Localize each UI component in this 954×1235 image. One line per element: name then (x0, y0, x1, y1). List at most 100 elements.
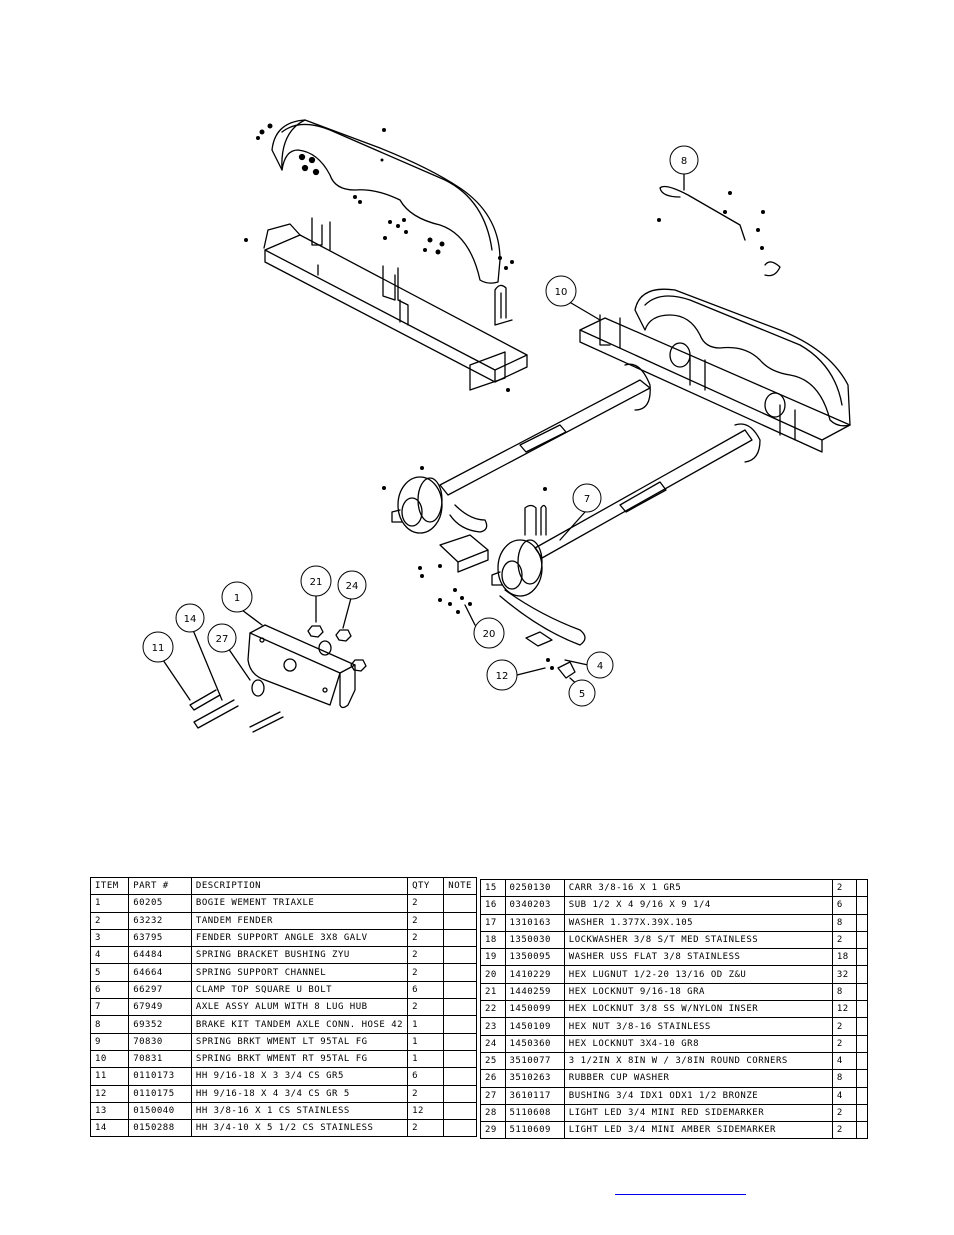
cell-part: 63232 (128, 911, 192, 930)
cell-note (443, 1015, 477, 1034)
cell-item: 13 (89, 1101, 130, 1121)
cell-part: 5110608 (504, 1103, 565, 1123)
cell-qty: 4 (831, 1086, 858, 1105)
cell-note (856, 913, 868, 932)
cell-note (856, 1086, 868, 1105)
bogie-weldment (247, 624, 356, 709)
cell-item: 24 (480, 1034, 506, 1053)
leaf-spring-lower (499, 589, 586, 646)
cell-note (443, 1101, 477, 1121)
cell-item: 25 (480, 1051, 506, 1071)
cell-description: HH 9/16-18 X 4 3/4 CS GR 5 (190, 1084, 409, 1103)
cell-note (856, 948, 868, 967)
cell-qty: 6 (407, 980, 445, 1000)
bom-header-row: ITEM PART # DESCRIPTION QTY NOTE (89, 876, 477, 896)
cell-note (443, 1119, 477, 1138)
cell-item: 12 (89, 1084, 130, 1103)
svg-text:7: 7 (584, 494, 590, 505)
cell-qty: 2 (407, 1084, 445, 1103)
cell-note (443, 980, 477, 1000)
cell-part: 0150288 (128, 1119, 192, 1138)
cell-item: 27 (480, 1086, 506, 1105)
cell-part: 1450109 (504, 1017, 565, 1036)
locknut-21 (307, 625, 324, 638)
cell-qty: 6 (831, 896, 858, 915)
cell-item: 11 (89, 1067, 130, 1086)
svg-text:27: 27 (216, 634, 229, 645)
balloon-12: 12 (486, 659, 518, 691)
cell-item: 20 (480, 965, 506, 984)
cell-description: SPRING BRACKET BUSHING ZYU (190, 946, 409, 965)
cell-note (856, 965, 868, 984)
cell-note (443, 998, 477, 1017)
cell-note (443, 1049, 477, 1069)
cell-description: AXLE ASSY ALUM WITH 8 LUG HUB (190, 998, 409, 1017)
cell-description: CARR 3/8-16 X 1 GR5 (563, 878, 833, 898)
cell-qty: 12 (831, 1000, 858, 1019)
svg-text:8: 8 (681, 156, 687, 167)
header-note: NOTE (443, 876, 477, 896)
cell-part: 1450099 (504, 1000, 565, 1019)
cell-part: 1440259 (504, 982, 565, 1002)
cell-note (443, 1032, 477, 1051)
cell-qty: 2 (831, 930, 858, 950)
cell-note (443, 911, 477, 930)
cell-qty: 6 (407, 1067, 445, 1086)
cell-qty: 2 (831, 1103, 858, 1123)
footer-link[interactable] (615, 1180, 746, 1195)
cell-part: 64664 (128, 963, 192, 982)
cell-qty: 4 (831, 1051, 858, 1071)
cell-item: 9 (89, 1032, 130, 1051)
balloon-1: 1 (221, 581, 253, 613)
cell-part: 66297 (128, 980, 192, 1000)
cell-item: 15 (480, 878, 506, 898)
svg-text:1: 1 (234, 593, 240, 604)
cell-item: 1 (89, 894, 130, 913)
cell-part: 1310163 (504, 913, 565, 932)
svg-text:20: 20 (483, 629, 496, 640)
bolt-14 (193, 699, 239, 729)
cell-qty: 12 (407, 1101, 445, 1121)
cell-item: 29 (480, 1121, 506, 1140)
upper-axle-beam (439, 363, 651, 496)
left-spring-bracket-weldment (263, 217, 528, 391)
cell-note (856, 1034, 868, 1053)
bolt-11 (189, 689, 221, 711)
svg-text:11: 11 (152, 643, 165, 654)
cell-note (856, 1017, 868, 1036)
right-fender (634, 288, 851, 427)
bushing-27b (318, 640, 332, 656)
cell-description: HEX LOCKNUT 3X4-10 GR8 (563, 1034, 833, 1053)
cell-item: 5 (89, 963, 130, 982)
cell-description: SPRING BRKT WMENT RT 95TAL FG (190, 1049, 409, 1069)
cell-description: HEX LUGNUT 1/2-20 13/16 OD Z&U (563, 965, 833, 984)
lower-axle-assembly (534, 423, 761, 559)
cell-qty: 2 (407, 963, 445, 982)
cell-item: 7 (89, 998, 130, 1017)
right-spring-bracket-weldment (579, 314, 851, 453)
cell-note (443, 928, 477, 948)
cell-part: 0340203 (504, 896, 565, 915)
spring-support-channel (557, 661, 576, 679)
cell-note (443, 946, 477, 965)
cell-part: 63795 (128, 928, 192, 948)
balloon-21: 21 (300, 565, 332, 597)
cell-note (856, 1051, 868, 1071)
cell-description: LIGHT LED 3/4 MINI RED SIDEMARKER (563, 1103, 833, 1123)
